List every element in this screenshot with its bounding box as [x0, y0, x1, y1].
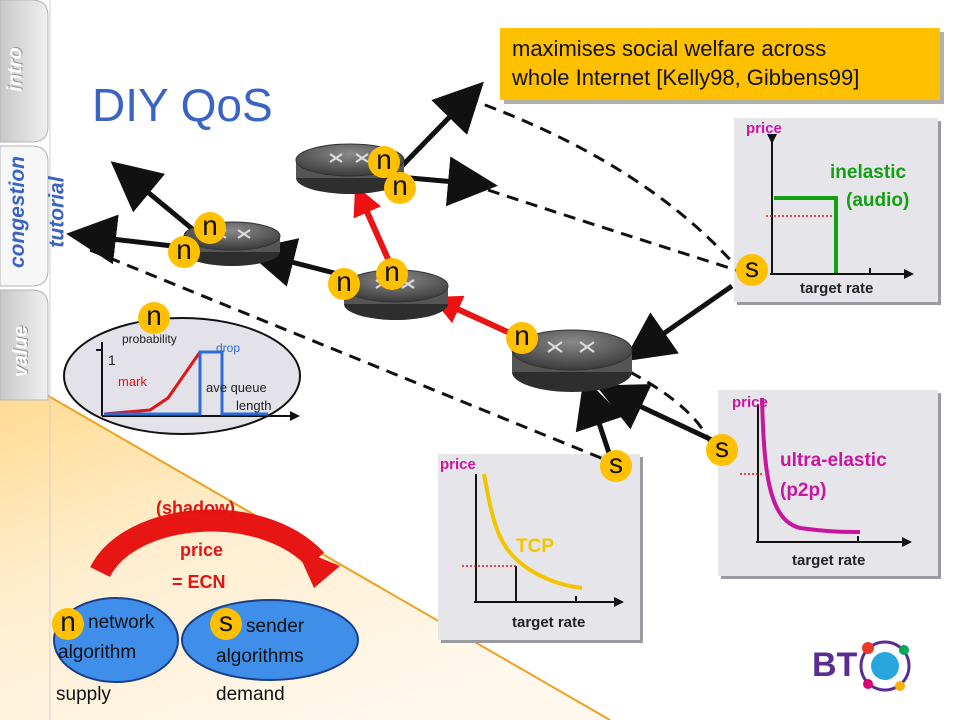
tcp-price-label: price: [440, 456, 476, 473]
arrow-router1-out-right: [409, 156, 498, 207]
callout-line-2: whole Internet [Kelly98, Gibbens99]: [512, 65, 860, 90]
node-n-router0-b: n: [168, 236, 200, 268]
marking-xlabel-1: ave queue: [206, 380, 267, 395]
node-s-tcp: s: [600, 450, 632, 482]
node-n-marking: n: [138, 302, 170, 334]
marking-ylabel: probability: [122, 332, 177, 346]
shadow-label: (shadow): [156, 498, 235, 518]
tcp-curve: [482, 473, 583, 590]
supply-label: supply: [56, 684, 111, 705]
arrow-s2-to-router3: [595, 384, 714, 443]
inelastic-name: inelastic: [830, 162, 907, 183]
router-icon-3: [511, 329, 633, 392]
drop-curve: [104, 350, 268, 416]
arrow-router0-out-upper: [110, 161, 198, 234]
node-n-router3: n: [506, 322, 538, 354]
network-ellipse: [53, 597, 179, 683]
inelastic-xlabel: target rate: [800, 280, 874, 297]
node-s-inelastic: s: [736, 254, 768, 286]
tcp-name: TCP: [516, 536, 554, 557]
bt-logo-text: BT: [812, 646, 858, 684]
legend-node-n: n: [52, 608, 84, 640]
marking-xlabel-2: length: [236, 398, 272, 413]
dashed-path-4: [89, 248, 607, 462]
sender-algorithms-label: algorithms: [216, 646, 304, 667]
node-n-router1-b: n: [384, 172, 416, 204]
dashed-path-1: [465, 96, 736, 266]
legend-node-s: s: [210, 608, 242, 640]
marking-one: 1: [108, 352, 116, 368]
inelastic-curve: [774, 196, 838, 273]
dashed-path-2: [487, 188, 737, 272]
inelastic-price-label: price: [746, 120, 782, 137]
arrow-s-to-router3: [623, 283, 734, 362]
demand-label: demand: [216, 684, 285, 705]
red-arrow-router2-to-router1: [353, 185, 395, 270]
marking-mark: mark: [118, 374, 147, 389]
node-n-router1-a: n: [368, 146, 400, 178]
tcp-panel: [438, 454, 640, 640]
sender-label: sender: [246, 616, 305, 637]
ecn-label: = ECN: [172, 572, 226, 592]
callout-line-1: maximises social welfare across: [512, 36, 827, 61]
ultra-elastic-curve: [760, 397, 861, 534]
welfare-callout: maximises social welfare across whole In…: [500, 28, 940, 100]
shadow-price-arrow: [90, 509, 325, 578]
node-n-router0-a: n: [194, 212, 226, 244]
node-n-router2-b: n: [328, 268, 360, 300]
bt-logo: [859, 640, 911, 692]
red-arrow-router3-to-router2: [431, 295, 514, 337]
network-algorithm-label: algorithm: [58, 642, 137, 663]
arrow-router1-out-upper: [398, 81, 484, 170]
ultra-name: ultra-elastic: [780, 450, 887, 471]
ultra-price-label: price: [732, 394, 768, 411]
marking-drop: drop: [216, 341, 241, 355]
ultra-elastic-panel: [718, 390, 938, 576]
sender-ellipse: [181, 599, 359, 681]
slide-title: DIY QoS: [92, 79, 273, 131]
ultra-sub: (p2p): [780, 480, 827, 501]
ultra-xlabel: target rate: [792, 552, 866, 569]
node-n-router2-a: n: [376, 258, 408, 290]
node-s-ultra: s: [706, 434, 738, 466]
price-label: price: [180, 540, 224, 560]
network-label: network: [88, 612, 155, 633]
tcp-xlabel: target rate: [512, 614, 586, 631]
inelastic-sub: (audio): [846, 190, 910, 211]
